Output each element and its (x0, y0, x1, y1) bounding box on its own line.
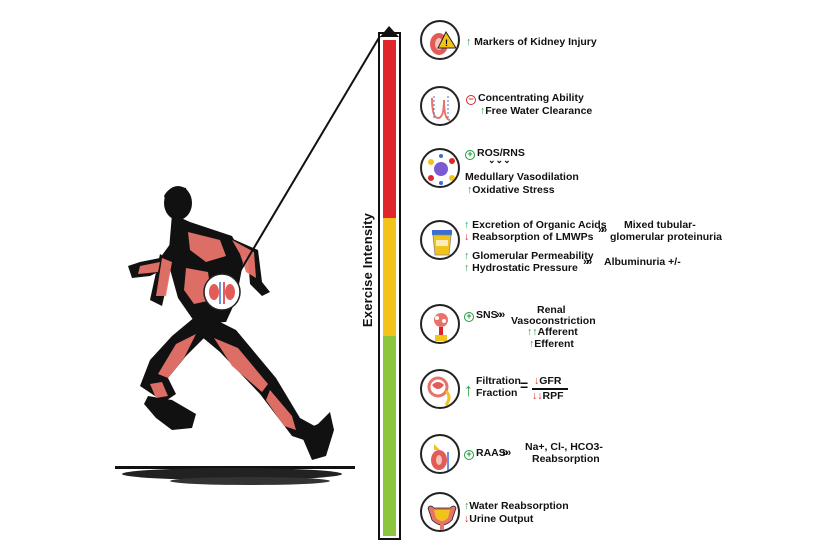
text-albuminuria: Albuminuria +/- (604, 256, 681, 268)
text-sns: +SNS (464, 309, 498, 322)
glomerulus-icon (420, 369, 460, 409)
ground-shadow (115, 466, 355, 485)
text-mixed-tubular: Mixed tubular- (624, 219, 696, 231)
bladder-icon (420, 492, 460, 532)
equals-sign: = (520, 377, 529, 393)
panel-proteinuria: ↑ Excretion of Organic Acids ↓ Reabsorpt… (410, 212, 820, 282)
text-efferent: ↑Efferent (529, 338, 574, 350)
adrenal-kidney-icon (420, 434, 460, 474)
panel-concentrating: −Concentrating Ability ↑Free Water Clear… (410, 84, 820, 144)
panel-bladder: ↑Water Reabsorption ↓Urine Output (410, 492, 820, 552)
nephron-concentration-icon (420, 86, 460, 126)
chevron-arrow-2: »» (583, 256, 592, 268)
urine-cup-icon (420, 220, 460, 260)
panel-filtration: ↑ Filtration Fraction = ↓GFR ↓↓RPF (410, 365, 820, 425)
axis-label: Exercise Intensity (360, 212, 375, 328)
text-renal: Renal (537, 304, 566, 316)
text-ros-rns: +ROS/RNS (465, 147, 525, 160)
text-markers-kidney-injury: ↑ Markers of Kidney Injury (466, 36, 597, 48)
text-hydrostatic-pressure: ↑ Hydrostatic Pressure (464, 262, 578, 274)
text-afferent: ↑↑Afferent (527, 326, 578, 338)
text-urine-output: ↓Urine Output (464, 513, 534, 525)
text-reabsorption-lmwps: ↓ Reabsorption of LMWPs (464, 231, 594, 243)
text-vasoconstriction: Vasoconstriction (511, 315, 596, 327)
ros-cell-icon (420, 148, 460, 188)
text-filtration: Filtration (476, 375, 521, 387)
runner-figure (128, 186, 334, 460)
text-reabsorption: Reabsorption (532, 453, 600, 465)
sns-neuron-icon (420, 304, 460, 344)
kidney-injury-icon: ! (420, 20, 460, 60)
fraction-bar (532, 388, 568, 390)
text-rpf: ↓↓RPF (532, 390, 564, 402)
text-concentrating-ability: −Concentrating Ability (466, 92, 584, 105)
text-medullary-vasodilation: Medullary Vasodilation (465, 171, 579, 183)
panel-raas: +RAAS »» Na+, Cl-, HCO3- Reabsorption (410, 426, 820, 486)
big-up-arrow: ↑ (464, 380, 473, 400)
svg-text:!: ! (445, 38, 448, 48)
chevron-arrow-3: »» (496, 309, 505, 321)
text-free-water-clearance: ↑Free Water Clearance (480, 105, 593, 117)
text-electrolytes: Na+, Cl-, HCO3- (525, 441, 603, 453)
chevron-arrow-1: »» (598, 224, 607, 236)
text-glomerular-permeability: ↑ Glomerular Permeability (464, 250, 594, 262)
intensity-bar (378, 26, 401, 540)
panel-kidney-injury: ! ↑ Markers of Kidney Injury (410, 18, 820, 78)
text-gfr: ↓GFR (534, 375, 562, 387)
text-oxidative-stress: ↑Oxidative Stress (467, 184, 555, 196)
panel-ros: +ROS/RNS ⌄⌄⌄ Medullary Vasodilation ↑Oxi… (410, 145, 820, 205)
chevron-arrow-4: »» (502, 447, 511, 459)
panel-sns: +SNS »» Renal Vasoconstriction ↑↑Afferen… (410, 300, 820, 360)
pointer-line (235, 35, 381, 279)
text-raas: +RAAS (464, 447, 506, 460)
text-excretion-organic-acids: ↑ Excretion of Organic Acids (464, 219, 607, 231)
text-water-reabsorption: ↑Water Reabsorption (464, 500, 569, 512)
text-fraction: Fraction (476, 387, 518, 399)
down-chevrons: ⌄⌄⌄ (488, 155, 511, 165)
text-glomerular-proteinuria: glomerular proteinuria (610, 231, 723, 243)
